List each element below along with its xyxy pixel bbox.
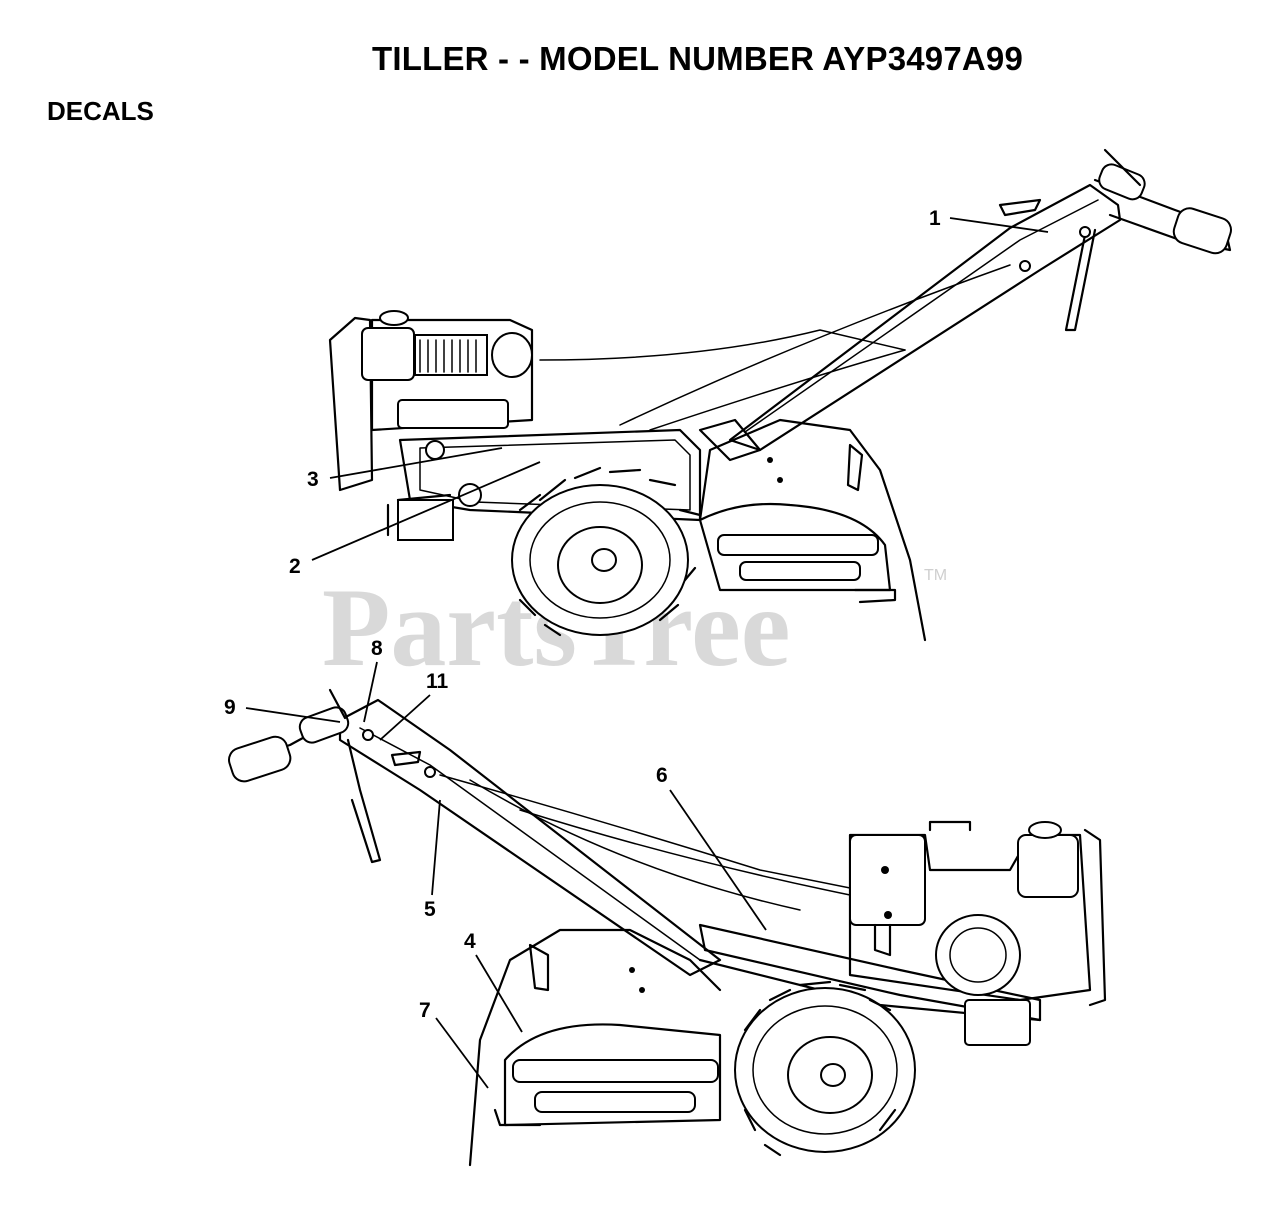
callout-4: 4 [464,930,523,1033]
svg-text:1: 1 [929,207,941,230]
svg-text:7: 7 [419,999,431,1022]
callout-8: 8 [363,637,383,723]
callout-6: 6 [656,764,767,931]
svg-text:9: 9 [224,696,236,719]
page-title: TILLER - - MODEL NUMBER AYP3497A99 [372,40,1024,77]
tiller-lower-view [228,688,1107,1167]
svg-text:5: 5 [424,898,436,921]
svg-text:11: 11 [426,670,449,693]
callout-3: 3 [307,447,503,491]
callout-7: 7 [419,999,489,1089]
svg-text:2: 2 [289,555,301,578]
svg-text:8: 8 [371,637,383,660]
svg-text:4: 4 [464,930,476,953]
callout-9: 9 [224,696,341,723]
callout-11: 11 [379,670,449,741]
svg-text:6: 6 [656,764,668,787]
watermark-tm: TM [924,567,947,584]
svg-text:3: 3 [307,468,319,491]
callout-2: 2 [289,461,541,578]
callout-5: 5 [424,799,441,921]
section-title: DECALS [47,96,154,126]
tiller-upper-view [328,148,1232,642]
callout-1: 1 [929,207,1049,233]
